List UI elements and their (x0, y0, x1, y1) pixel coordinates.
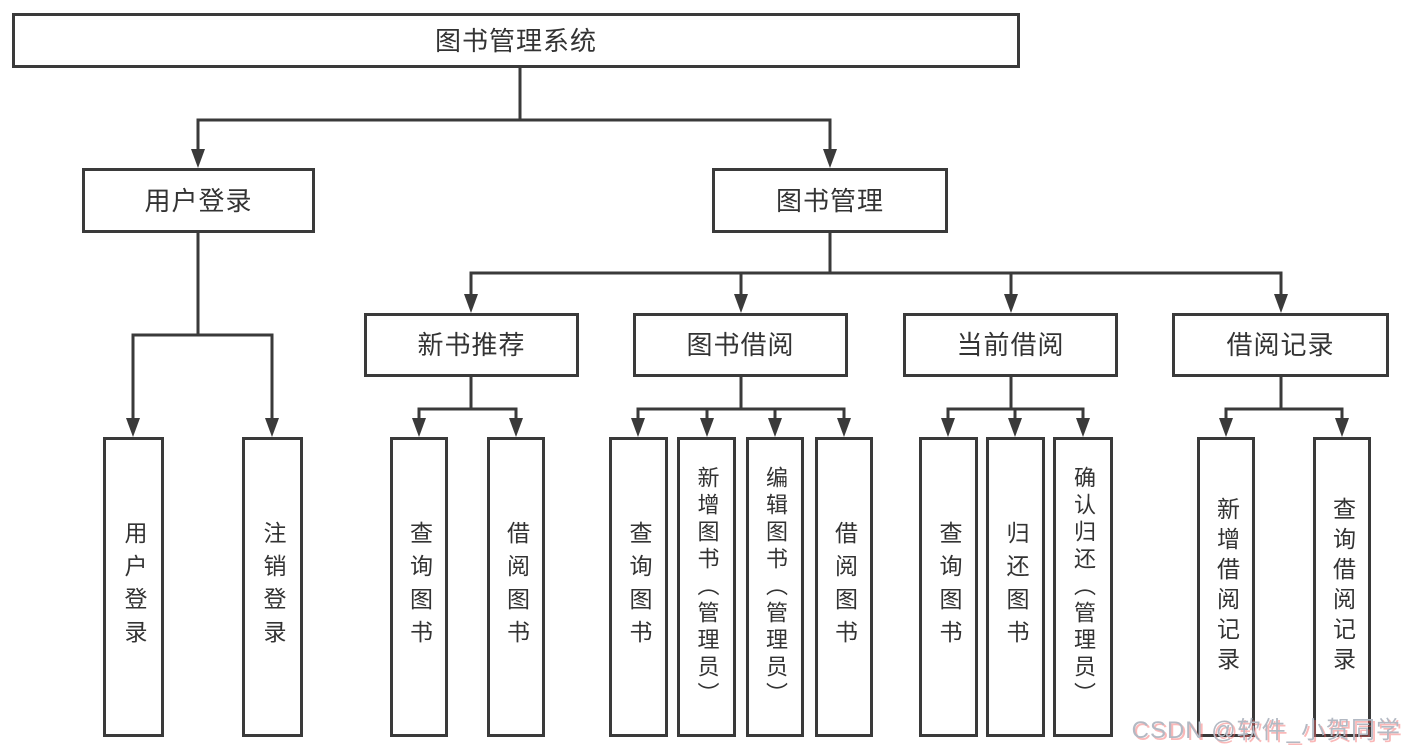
leaf-add-borrow-record-label: 新增借阅记录 (1213, 497, 1240, 677)
leaf-logout-label: 注销登录 (260, 521, 286, 653)
node-book-borrowing-label: 图书借阅 (686, 330, 795, 360)
node-book-management-label: 图书管理 (775, 185, 884, 216)
leaf-query-borrow-record: 查询借阅记录 (1313, 437, 1371, 737)
leaf-query-books-current-label: 查询图书 (936, 521, 962, 653)
leaf-add-book-admin: 新增图书（管理员） (677, 437, 736, 737)
csdn-watermark: CSDN @软件_小贺同学 (1131, 717, 1401, 744)
node-book-management: 图书管理 (712, 168, 948, 233)
node-root-label: 图书管理系统 (434, 25, 597, 56)
leaf-confirm-return-admin-label: 确认归还（管理员） (1071, 465, 1096, 709)
leaf-query-books-borrowing-label: 查询图书 (626, 521, 652, 653)
node-new-book-recommend: 新书推荐 (364, 313, 579, 377)
leaf-return-book-label: 归还图书 (1003, 521, 1029, 653)
node-current-borrowing: 当前借阅 (903, 313, 1118, 377)
leaf-query-books-recommend: 查询图书 (390, 437, 448, 737)
leaf-edit-book-admin-label: 编辑图书（管理员） (763, 465, 788, 709)
leaf-query-books-recommend-label: 查询图书 (406, 521, 433, 653)
node-current-borrowing-label: 当前借阅 (956, 330, 1065, 360)
node-new-book-recommend-label: 新书推荐 (417, 330, 526, 360)
node-user-login: 用户登录 (82, 168, 315, 233)
leaf-logout: 注销登录 (242, 437, 303, 737)
leaf-borrow-books-recommend: 借阅图书 (487, 437, 545, 737)
leaf-add-book-admin-label: 新增图书（管理员） (694, 465, 720, 709)
leaf-confirm-return-admin: 确认归还（管理员） (1053, 437, 1113, 737)
leaf-query-books-current: 查询图书 (919, 437, 978, 737)
leaf-edit-book-admin: 编辑图书（管理员） (746, 437, 804, 737)
node-borrowing-records-label: 借阅记录 (1226, 330, 1335, 360)
leaf-borrow-books-recommend-label: 借阅图书 (503, 521, 530, 653)
leaf-query-borrow-record-label: 查询借阅记录 (1329, 497, 1356, 677)
leaf-borrow-books-borrowing-label: 借阅图书 (831, 521, 858, 653)
leaf-query-books-borrowing: 查询图书 (609, 437, 668, 737)
node-root: 图书管理系统 (12, 13, 1020, 68)
leaf-user-login: 用户登录 (103, 437, 164, 737)
leaf-user-login-label: 用户登录 (121, 521, 147, 653)
leaf-return-book: 归还图书 (986, 437, 1045, 737)
node-user-login-label: 用户登录 (144, 185, 253, 216)
leaf-add-borrow-record: 新增借阅记录 (1197, 437, 1255, 737)
leaf-borrow-books-borrowing: 借阅图书 (815, 437, 873, 737)
node-borrowing-records: 借阅记录 (1172, 313, 1389, 377)
node-book-borrowing: 图书借阅 (633, 313, 848, 377)
